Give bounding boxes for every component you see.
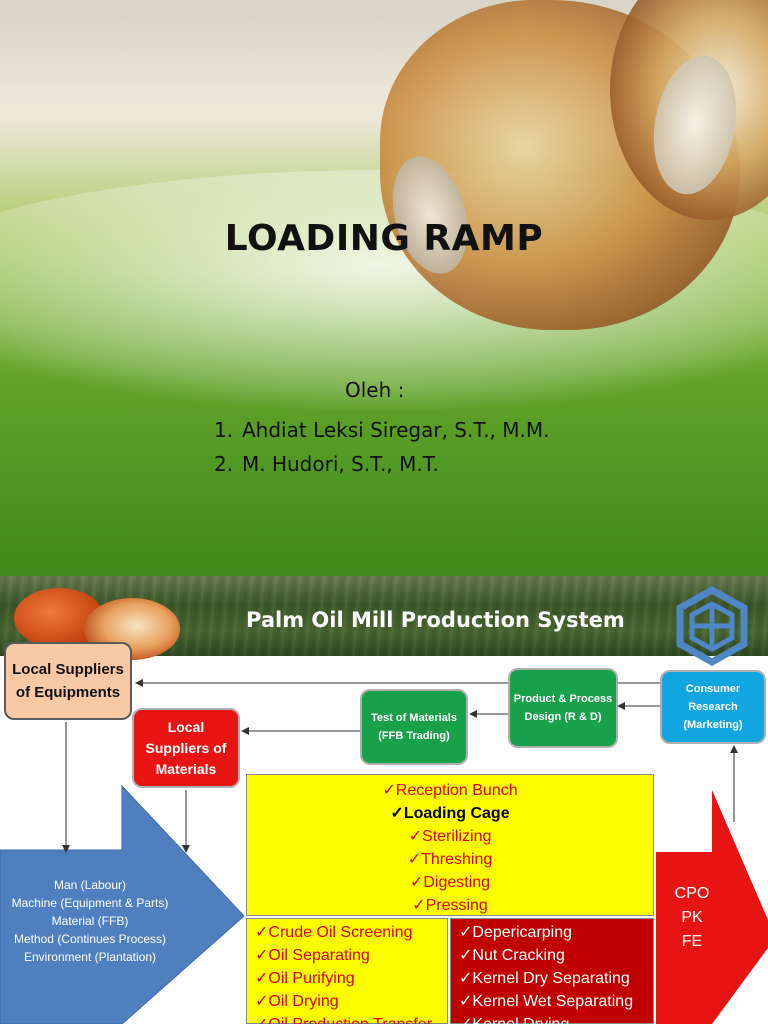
company-logo-icon [676,586,748,666]
process-step: ✓Pressing [412,897,488,914]
output-item: CPO [674,885,710,902]
diagram-slide: Palm Oil Mill Production System Local Su… [0,576,768,1024]
local-suppliers-materials-box: Local Suppliers of Materials [132,708,240,788]
product-process-design-box: Product & Process Design (R & D) [508,668,618,748]
input-item: Method (Continues Process) [13,932,167,946]
kernel-steps-box: ✓Depericarping ✓Nut Cracking ✓Kernel Dry… [450,918,654,1024]
process-steps-box: ✓Reception Bunch ✓Loading Cage ✓Steriliz… [246,774,654,916]
slide-title: LOADING RAMP [224,218,544,259]
oil-step: ✓Oil Drying [255,993,339,1010]
author-number: 1. [214,418,234,442]
inputs-list: Man (Labour) Machine (Equipment & Parts)… [0,876,180,966]
input-item: Material (FFB) [51,914,129,928]
kernel-step: ✓Depericarping [459,924,573,941]
process-step: ✓Digesting [409,874,491,891]
process-step: ✓Sterilizing [408,828,492,845]
output-item: PK [681,909,703,926]
oil-step: ✓Oil Separating [255,947,370,964]
diagram-title: Palm Oil Mill Production System [246,608,625,632]
local-suppliers-equipments-box: Local Suppliers of Equipments [4,642,132,720]
author-item: 1. Ahdiat Leksi Siregar, S.T., M.M. [214,416,550,450]
author-number: 2. [214,452,234,476]
title-slide: LOADING RAMP Oleh : 1. Ahdiat Leksi Sireg… [0,0,768,576]
consumer-research-box: Consumer Research (Marketing) [660,670,766,744]
oil-step: ✓Oil Purifying [255,970,355,987]
input-item: Environment (Plantation) [23,950,157,964]
author-name: Ahdiat Leksi Siregar, S.T., M.M. [242,418,550,442]
output-item: FE [681,933,703,950]
kernel-step: ✓Kernel Drying [459,1013,653,1024]
oil-step: ✓Oil Production Transfer [255,1013,447,1024]
kernel-step: ✓Kernel Dry Separating [459,970,630,987]
header-banner: Palm Oil Mill Production System [0,576,768,660]
outputs-list: CPO PK FE [660,882,724,954]
output-arrow [656,790,768,1024]
byline-label: Oleh : [345,378,405,402]
oil-steps-box: ✓Crude Oil Screening ✓Oil Separating ✓Oi… [246,918,448,1024]
input-item: Man (Labour) [53,878,127,892]
process-step: ✓Reception Bunch [382,782,518,799]
process-step-highlighted: ✓Loading Cage [390,805,510,822]
author-name: M. Hudori, S.T., M.T. [242,452,439,476]
oil-step: ✓Crude Oil Screening [255,924,413,941]
input-item: Machine (Equipment & Parts) [11,896,169,910]
input-arrow [0,784,245,1024]
author-item: 2. M. Hudori, S.T., M.T. [214,450,550,484]
kernel-step: ✓Nut Cracking [459,947,565,964]
kernel-step: ✓Kernel Wet Separating [459,993,634,1010]
author-list: 1. Ahdiat Leksi Siregar, S.T., M.M. 2. M. … [214,416,550,484]
test-of-materials-box: Test of Materials (FFB Trading) [360,689,468,765]
process-step: ✓Threshing [407,851,493,868]
